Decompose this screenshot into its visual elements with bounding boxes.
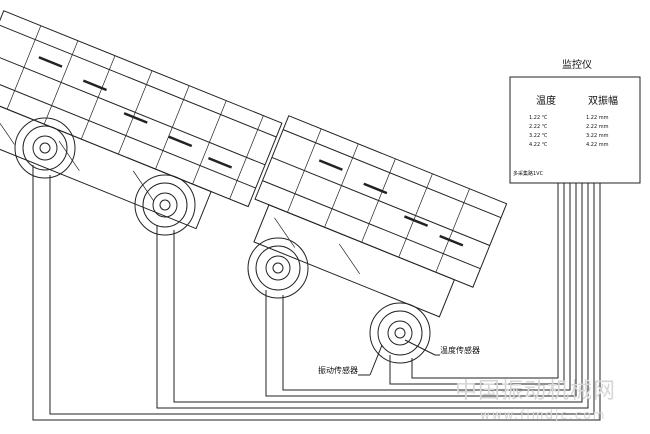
motor-1 [14,117,76,179]
temperature-value: 1.22 ℃ [529,115,548,121]
vibrating-screen-upper [0,10,283,230]
temperature-value: 3.22 ℃ [529,133,548,139]
amplitude-header: 双振幅 [588,96,618,107]
amplitude-value: 1.22 mm [586,115,609,121]
sensor-wires [32,165,601,421]
amplitude-value: 2.22 mm [586,124,609,130]
temperature-value: 2.22 ℃ [529,124,548,130]
temp-sensor-label: 温度传感器 [440,346,480,356]
temperature-header: 温度 [536,96,556,107]
vibrating-screen-lower [253,115,508,318]
motor-3 [247,237,309,299]
temperature-value: 4.22 ℃ [529,142,548,148]
monitor-footer: 多采集路1VC [513,171,544,177]
monitor-title: 监控仪 [562,60,592,71]
watermark-url: www.fimdjc.com [480,408,607,422]
monitor-box [509,76,641,184]
vibration-sensor-label: 振动传感器 [318,366,358,376]
motor-2 [134,174,196,236]
motor-4 [369,302,431,364]
amplitude-value: 3.22 mm [586,133,609,139]
amplitude-value: 4.22 mm [586,142,609,148]
watermark: 中国振动机械网 [455,379,617,404]
